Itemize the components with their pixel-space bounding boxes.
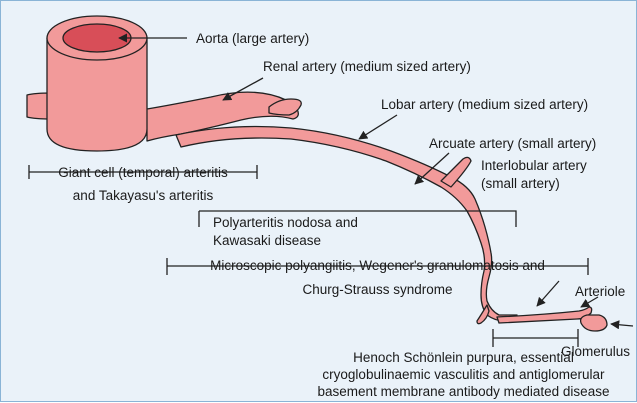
henoch-schonlein-label: Henoch Schönlein purpura, essential (291, 350, 636, 366)
takayasu-label: and Takayasu's arteritis (29, 188, 257, 204)
renal-artery-label: Renal artery (medium sized artery) (263, 59, 471, 75)
microscopic-polyangiitis-label: Microscopic polyangiitis, Wegener's gran… (167, 258, 588, 274)
cryoglobulinaemic-label: cryoglobulinaemic vasculitis and antiglo… (291, 367, 636, 383)
arcuate-artery-label: Arcuate artery (small artery) (429, 136, 596, 152)
glomerulus-tuft (581, 315, 607, 331)
kawasaki-label: Kawasaki disease (213, 233, 321, 249)
anti-gbm-label: basement membrane antibody mediated dise… (291, 384, 636, 400)
churg-strauss-label: Churg-Strauss syndrome (167, 282, 588, 298)
giant-cell-label: Giant cell (temporal) arteritis (29, 165, 257, 181)
lobar-artery-label: Lobar artery (medium sized artery) (381, 97, 588, 113)
lobar-arrow (359, 115, 397, 139)
interlobular-artery-sublabel: (small artery) (481, 176, 560, 192)
aorta-label: Aorta (large artery) (196, 31, 309, 47)
glomerulus-arrow (611, 324, 633, 326)
polyarteritis-label: Polyarteritis nodosa and (213, 215, 358, 231)
interlobular-artery-label: Interlobular artery (481, 158, 587, 174)
